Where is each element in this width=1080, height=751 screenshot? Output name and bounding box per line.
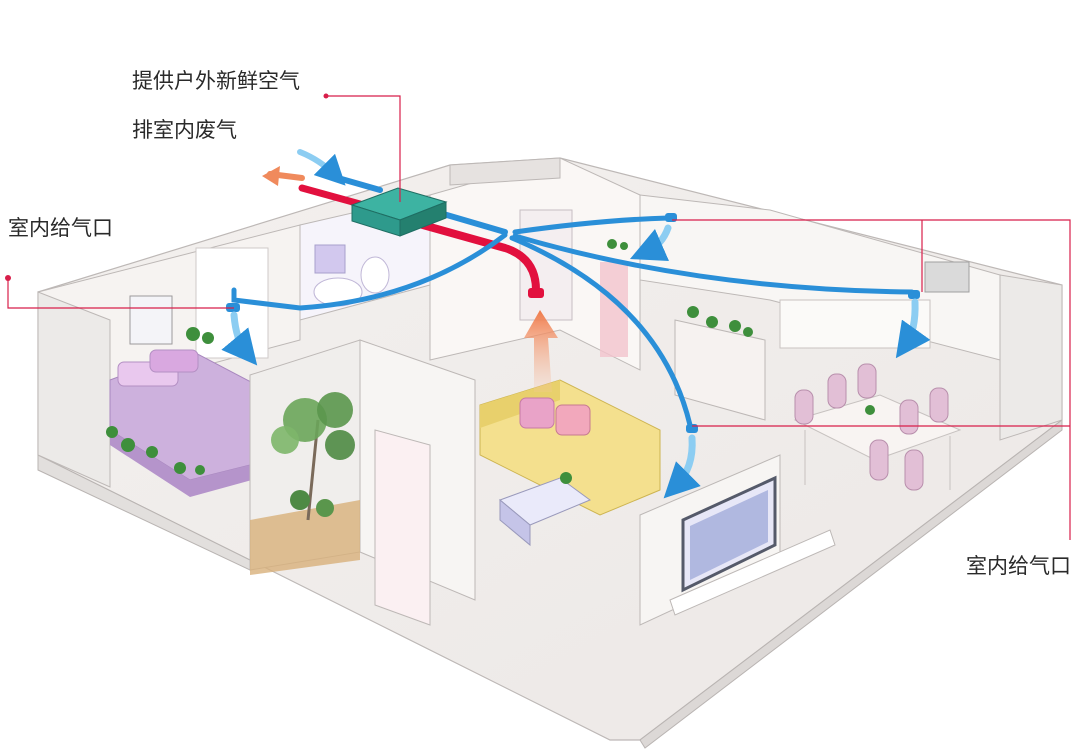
exhaust-intake-grille [528,288,544,298]
supply-outlet-label-right: 室内给气口 [966,554,1071,578]
exhaust-duct-return [401,216,540,294]
leader-lines [5,93,1071,540]
fresh-air-in-arrow [297,149,346,186]
supply-branch-kitchen [512,233,915,295]
airflow-arrows [221,149,931,499]
dining-chairs [794,363,949,491]
coffee-table [499,477,592,547]
front-wall-base-right [639,418,1063,749]
supply-flow-living-arrow [663,434,701,499]
supply-flow-bedroom-arrow [221,311,258,366]
supply-flow-back-arrow [629,224,672,262]
exhaust-duct-outlet [298,184,364,208]
leader-fresh-air [326,95,401,202]
right-outer-wall [999,274,1063,441]
exhaust-uplift-arrow [524,310,558,392]
supply-diffuser-living [686,424,698,433]
supply-branch-back [512,215,671,235]
dining-table [793,394,962,490]
bedroom-plants [106,327,214,475]
supply-duct-main [437,210,508,235]
supply-diffuser-kitchen [908,290,920,299]
fresh-air-label: 提供户外新鲜空气 [132,69,300,93]
kitchen-plants [560,239,875,484]
leader-supply-left [7,278,234,309]
exhaust-air-label: 排室内废气 [132,118,237,142]
bathroom-mirror [314,244,346,274]
bedroom-window [129,295,173,345]
indoor-garden-floor [250,500,360,575]
television [681,475,777,593]
kitchen-island [674,319,766,421]
fresh-air-intake-duct [335,175,383,193]
leader-supply-right-1 [672,219,1071,540]
supply-branch-living [509,235,693,428]
supply-flow-kitchen-arrow [895,298,931,359]
indoor-tree [271,392,355,521]
supply-outlet-label-left: 室内给气口 [8,216,113,240]
supply-diffuser-back [665,213,677,222]
range-hood [924,261,970,293]
bedroom-left-wall [37,291,111,488]
sink [360,256,390,294]
exhaust-out-arrowhead [262,166,280,186]
partition-wall-hall [374,429,431,626]
supply-branch-bedroom [231,232,508,311]
ventilation-unit [350,187,448,237]
back-outer-wall [449,157,561,186]
tv-cabinet [669,529,836,616]
